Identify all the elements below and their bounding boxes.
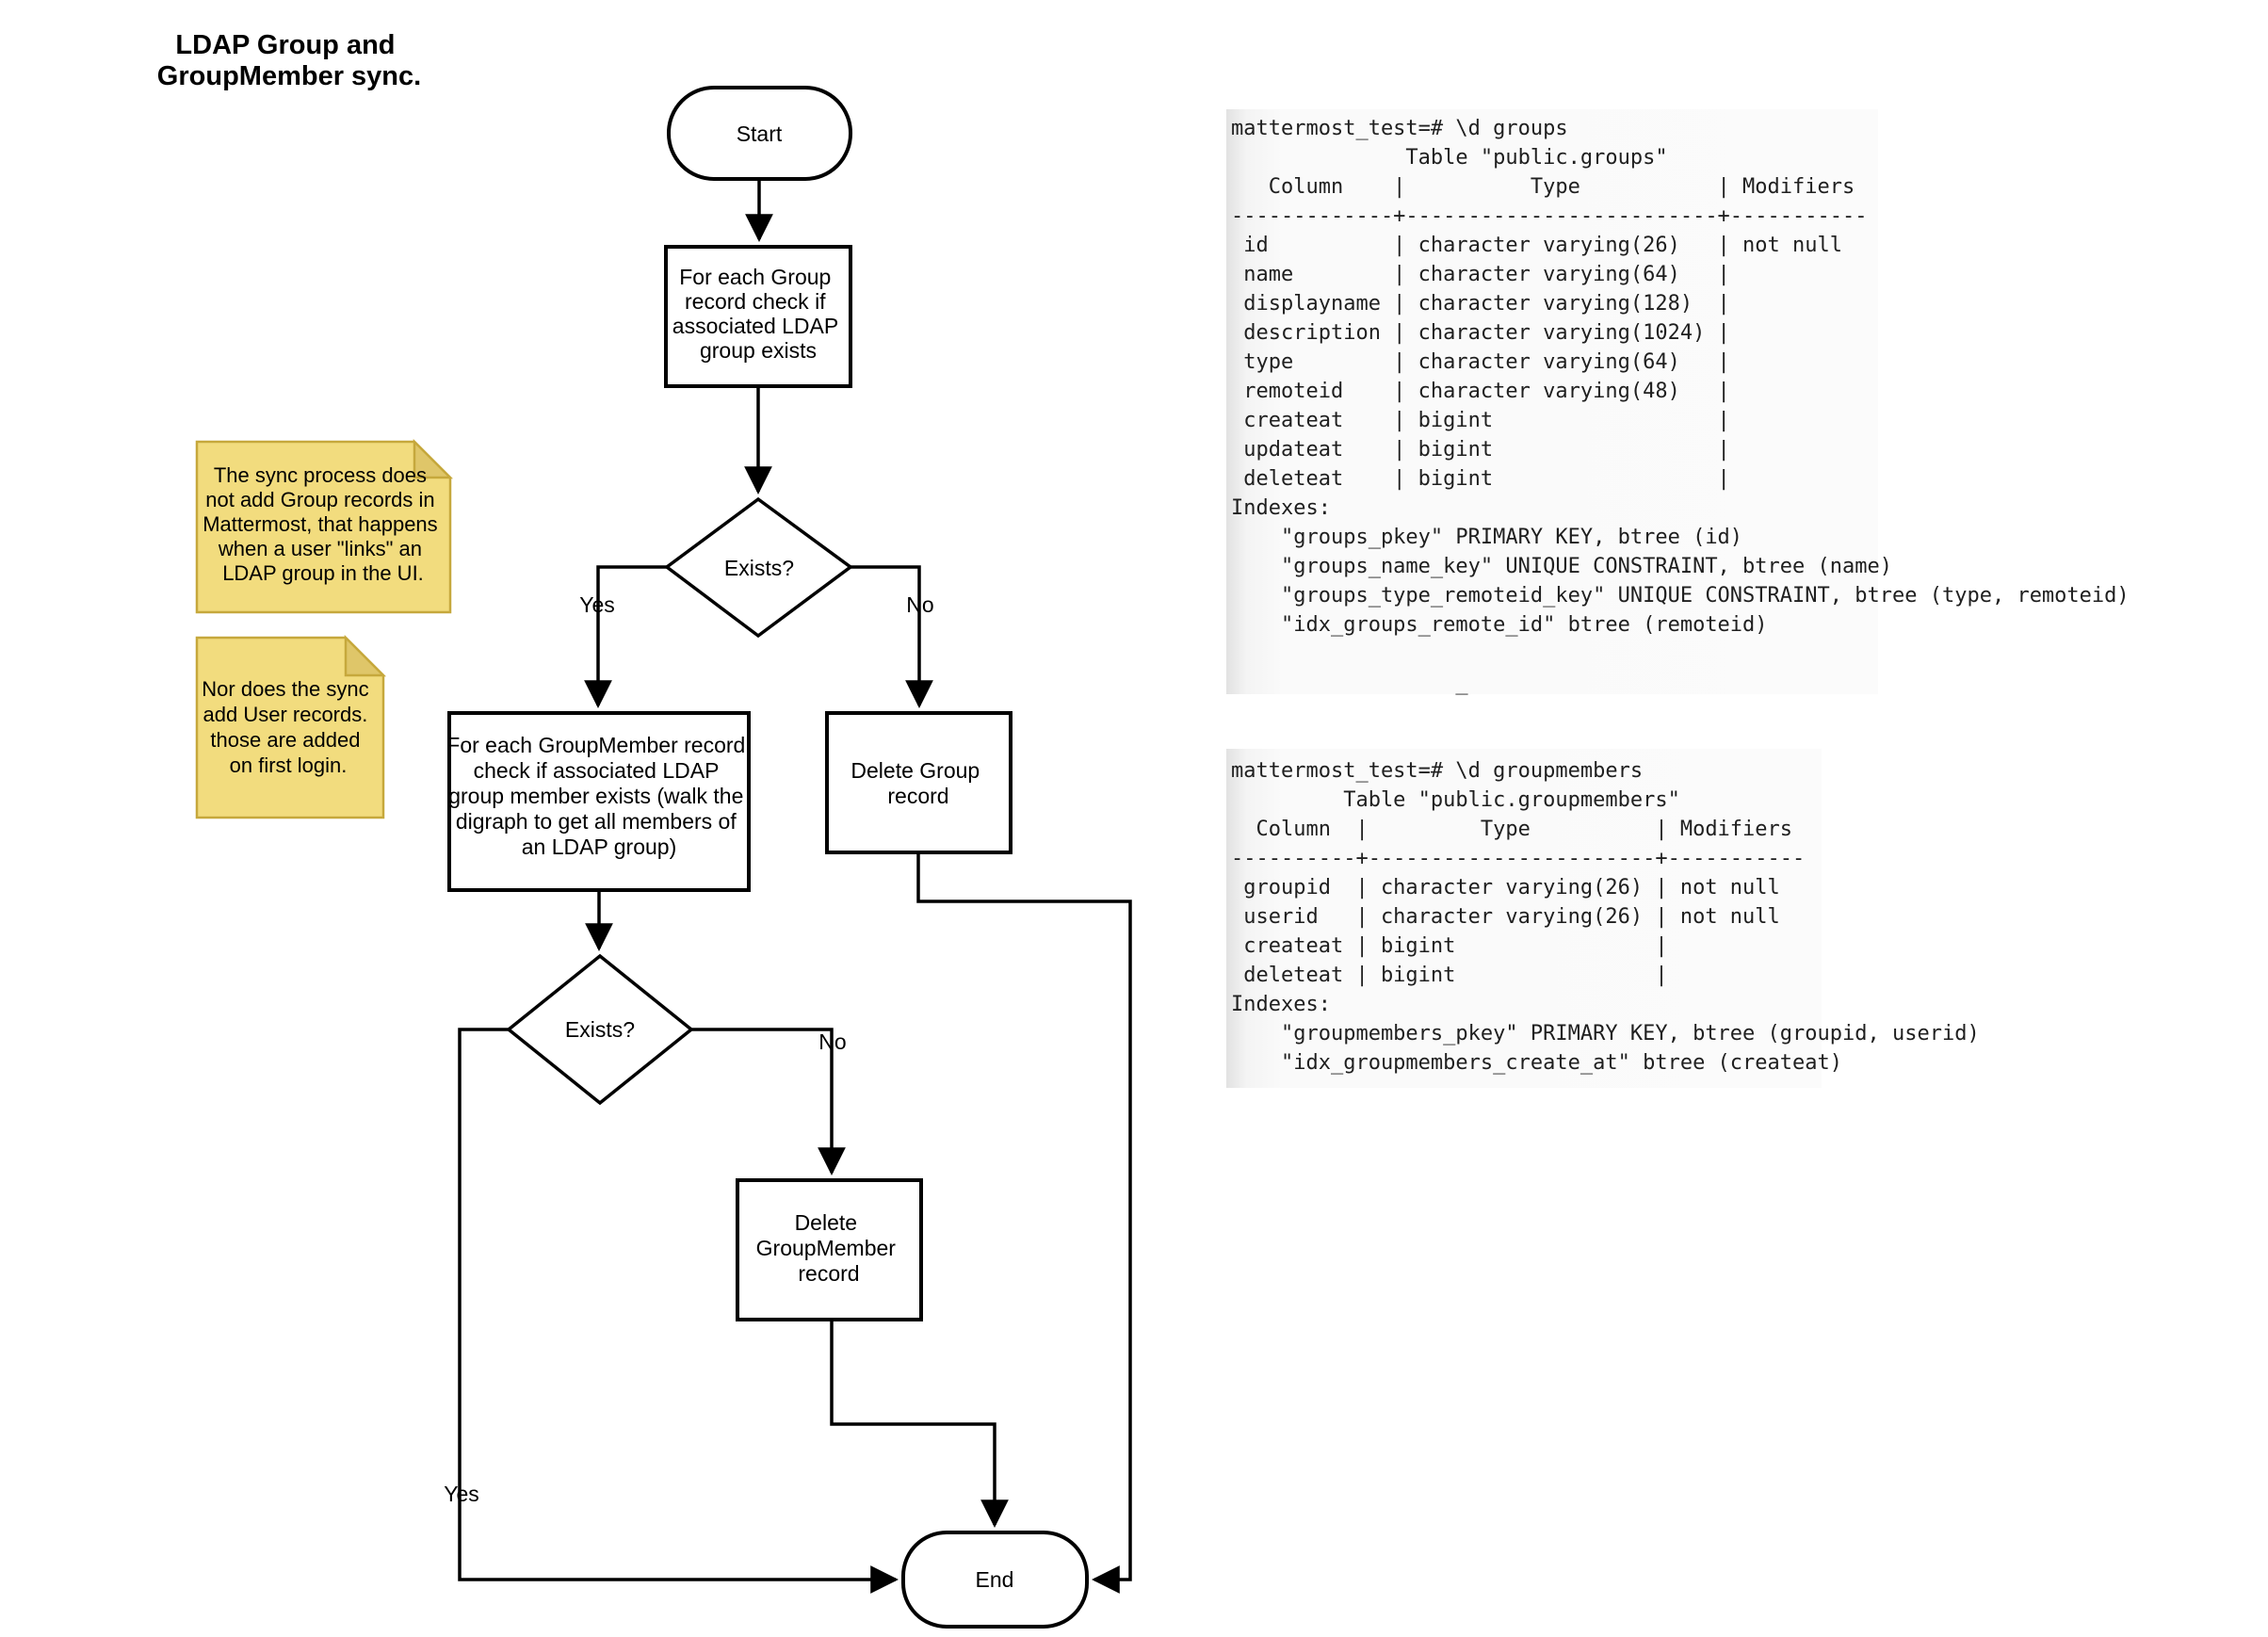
terminal-groups-background xyxy=(1226,109,1878,694)
sticky-note-2-body xyxy=(195,636,385,819)
terminal-groupmembers-output: mattermost_test=# \d groupmembers Table … xyxy=(1231,759,1980,1075)
edge-deletemember-to-end xyxy=(830,1320,1009,1528)
process-line: group exists xyxy=(700,338,817,363)
process-group-check-label: For each Group record check if associate… xyxy=(672,265,844,363)
sticky-note-group-records: The sync process does not add Group reco… xyxy=(195,438,454,614)
process-line: digraph to get all members of xyxy=(456,809,737,834)
note2-line: Nor does the sync xyxy=(202,677,368,701)
process-delete-member-shape xyxy=(736,1178,923,1321)
note2-line: on first login. xyxy=(230,754,348,777)
edge-deletegroup-to-end xyxy=(916,852,1132,1594)
process-line: an LDAP group) xyxy=(522,835,677,859)
note1-line: The sync process does xyxy=(214,463,427,487)
sticky-note-user-records: Nor does the sync add User records. thos… xyxy=(195,634,387,819)
end-node: End xyxy=(901,1531,1089,1629)
decision-member-exists-shape xyxy=(506,953,694,1106)
edge-label-yes-2: Yes xyxy=(444,1482,479,1506)
decision-group-exists-label: Exists? xyxy=(724,556,794,580)
process-line: record xyxy=(798,1261,859,1286)
note1-line: not add Group records in xyxy=(205,488,434,511)
end-node-shape xyxy=(901,1531,1089,1629)
flow-connectors xyxy=(458,179,1132,1594)
sticky-note-1-body xyxy=(195,440,452,614)
process-line: For each GroupMember record xyxy=(446,733,745,757)
note1-line: LDAP group in the UI. xyxy=(222,561,424,585)
process-line: record xyxy=(887,784,948,808)
process-line: Delete xyxy=(795,1210,857,1235)
sticky-note-2-fold xyxy=(344,634,387,677)
process-member-check-label: For each GroupMember record check if ass… xyxy=(446,733,751,859)
end-node-label: End xyxy=(976,1567,1014,1592)
terminal-groupmembers-background xyxy=(1226,749,1822,1088)
process-member-check-node: For each GroupMember record check if ass… xyxy=(446,711,751,892)
sticky-note-1-fold xyxy=(413,438,454,479)
edge-label-no-2: No xyxy=(818,1029,846,1054)
process-line: group member exists (walk the xyxy=(448,784,743,808)
process-delete-group-label: Delete Group record xyxy=(850,758,985,808)
decision-group-exists-shape xyxy=(664,496,853,639)
terminal-groups-output: mattermost_test=# \d groups Table "publi… xyxy=(1231,117,2130,695)
decision-member-exists-label: Exists? xyxy=(565,1017,635,1042)
sticky-note-2-text: Nor does the sync add User records. thos… xyxy=(202,677,374,777)
process-line: For each Group xyxy=(679,265,831,289)
edge-exists1-no xyxy=(850,565,933,708)
sticky-note-1-text: The sync process does not add Group reco… xyxy=(202,463,444,585)
note2-line: add User records. xyxy=(203,703,368,726)
edge-label-no-1: No xyxy=(906,592,933,617)
process-member-check-shape xyxy=(447,711,751,892)
process-delete-group-shape xyxy=(825,711,1012,854)
process-delete-member-node: Delete GroupMember record xyxy=(736,1178,923,1321)
note2-line: those are added xyxy=(210,728,360,752)
process-group-check-node: For each Group record check if associate… xyxy=(664,245,852,388)
page-title-line-1: LDAP Group and xyxy=(175,30,395,60)
process-group-check-shape xyxy=(664,245,852,388)
note1-line: when a user "links" an xyxy=(218,537,422,560)
edge-exists1-yes xyxy=(584,565,667,708)
process-delete-member-label: Delete GroupMember record xyxy=(756,1210,902,1286)
decision-group-exists-node: Exists? xyxy=(664,496,853,639)
start-node: Start xyxy=(667,86,852,181)
process-line: check if associated LDAP xyxy=(474,758,719,783)
edge-exists2-yes-to-end xyxy=(458,1028,899,1594)
edge-exists2-no xyxy=(691,1028,846,1175)
page-title-line-2: GroupMember sync. xyxy=(157,61,421,91)
process-line: GroupMember xyxy=(756,1236,897,1260)
process-delete-group-node: Delete Group record xyxy=(825,711,1012,854)
page-title: LDAP Group and GroupMember sync. xyxy=(157,30,421,91)
process-line: record check if xyxy=(685,289,826,314)
process-line: associated LDAP xyxy=(672,314,838,338)
start-node-shape xyxy=(667,86,852,181)
start-node-label: Start xyxy=(737,122,783,146)
decision-member-exists-node: Exists? xyxy=(506,953,694,1106)
note1-line: Mattermost, that happens xyxy=(202,512,437,536)
edge-label-yes-1: Yes xyxy=(579,592,615,617)
process-line: Delete Group xyxy=(850,758,980,783)
